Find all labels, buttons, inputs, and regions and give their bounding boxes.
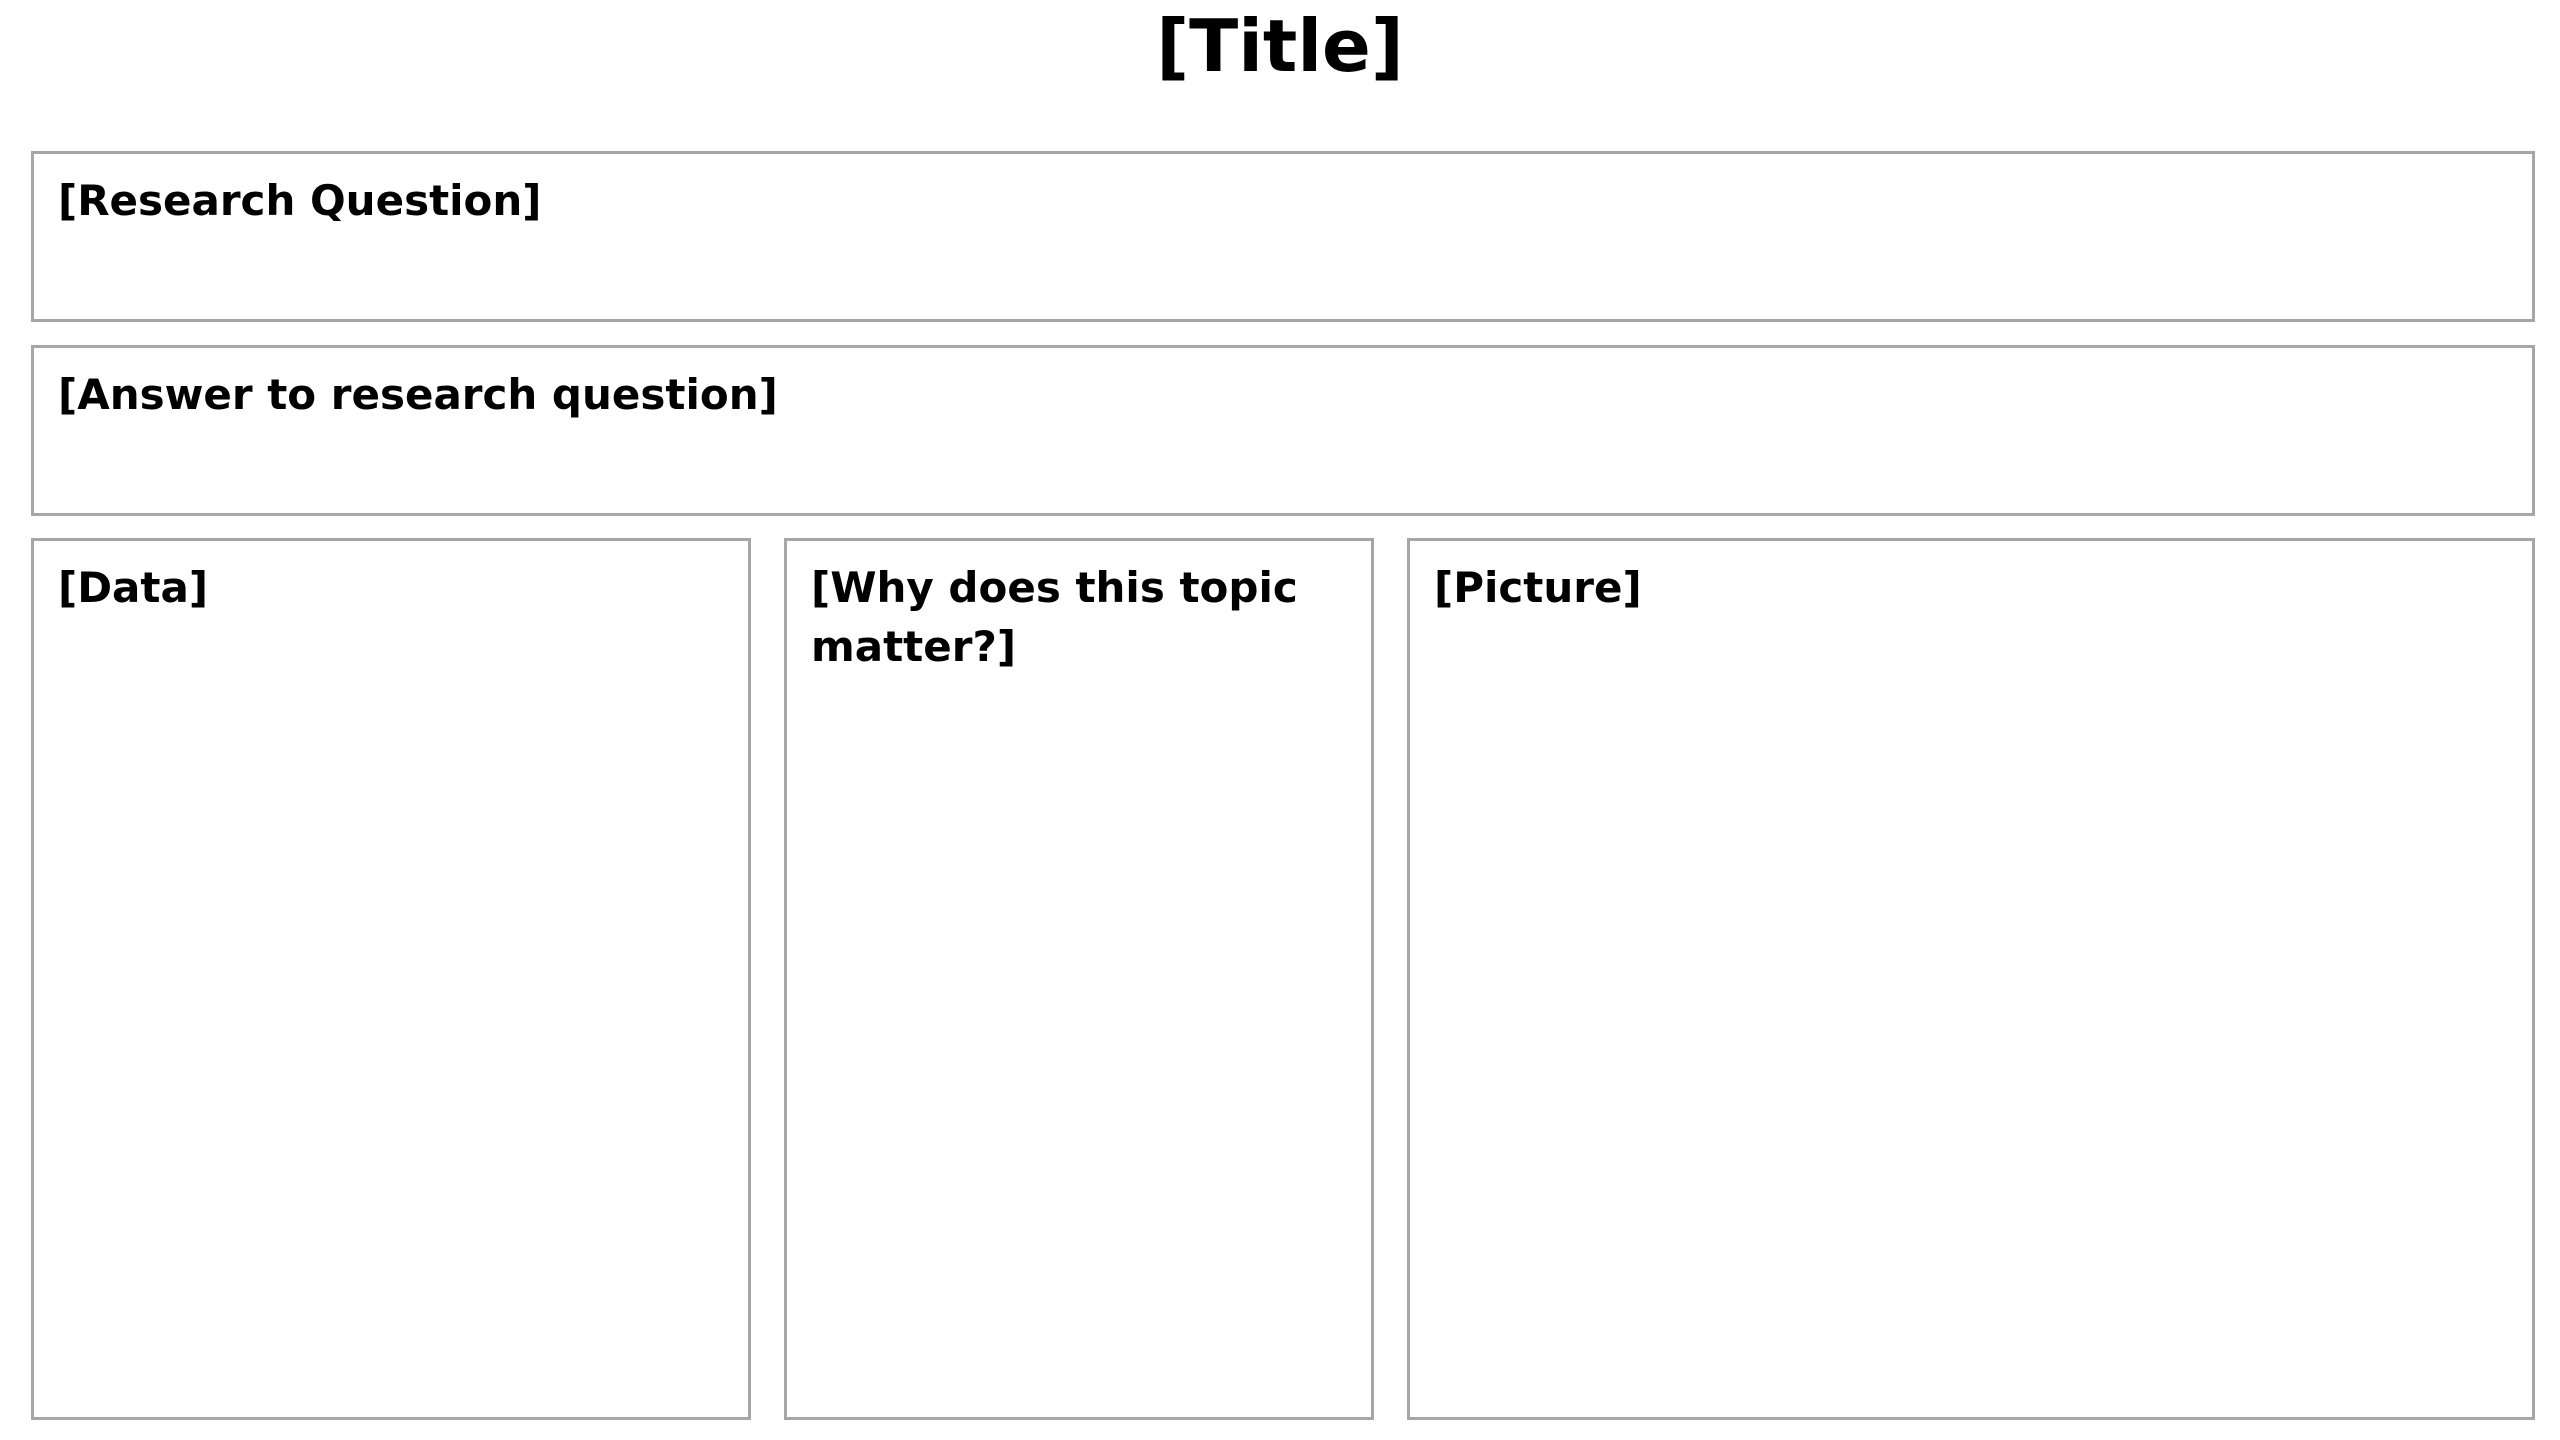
data-box[interactable]: [Data]: [31, 538, 751, 1420]
answer-box[interactable]: [Answer to research question]: [31, 345, 2535, 516]
picture-box[interactable]: [Picture]: [1407, 538, 2535, 1420]
research-question-box[interactable]: [Research Question]: [31, 151, 2535, 322]
poster-title: [Title]: [1156, 4, 1404, 88]
picture-label: [Picture]: [1434, 563, 1642, 612]
answer-label: [Answer to research question]: [58, 370, 778, 419]
research-question-label: [Research Question]: [58, 176, 542, 225]
data-label: [Data]: [58, 563, 209, 612]
why-topic-matters-label: [Why does this topic matter?]: [811, 563, 1313, 671]
why-topic-matters-box[interactable]: [Why does this topic matter?]: [784, 538, 1374, 1420]
